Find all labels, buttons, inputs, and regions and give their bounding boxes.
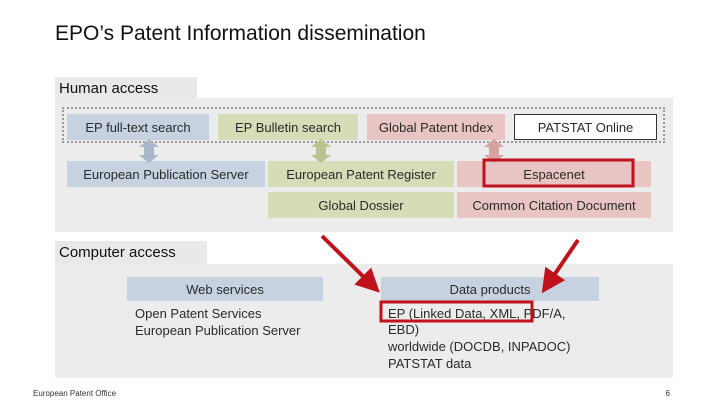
web-services-line-1: Open Patent Services [135,306,262,321]
data-products-line-2: EBD) [388,322,420,337]
red-arrow-left [320,234,380,293]
ep-fulltext-search-box[interactable]: EP full-text search [67,114,209,140]
human-access-label: Human access [55,77,197,99]
data-products-heading: Data products [381,277,599,301]
european-patent-register-box[interactable]: European Patent Register [268,161,454,187]
data-products-line-4: PATSTAT data [388,356,472,371]
connector-fulltext-to-publication-server [139,139,159,163]
computer-access-label: Computer access [55,241,207,265]
red-arrow-right [541,238,580,294]
espacenet-highlight [482,158,635,188]
page-title: EPO’s Patent Information dissemination [55,22,426,45]
ep-linked-data-highlight [379,300,534,323]
espacenet-box[interactable]: Espacenet [457,161,651,187]
page-number: 6 [665,389,670,398]
patstat-online-box[interactable]: PATSTAT Online [514,114,657,140]
ep-bulletin-search-box[interactable]: EP Bulletin search [218,114,358,140]
web-services-line-2: European Publication Server [135,323,301,338]
global-patent-index-box[interactable]: Global Patent Index [367,114,505,140]
footer-organization: European Patent Office [33,389,117,398]
connector-bulletin-to-register [311,139,331,163]
common-citation-document-box[interactable]: Common Citation Document [457,192,651,218]
web-services-heading: Web services [127,277,323,301]
data-products-line-1: EP (Linked Data, XML, PDF/A, [388,306,566,321]
top-row-dotted-frame [62,107,665,143]
data-products-line-3: worldwide (DOCDB, INPADOC) [388,339,571,354]
european-publication-server-box[interactable]: European Publication Server [67,161,265,187]
global-dossier-box[interactable]: Global Dossier [268,192,454,218]
